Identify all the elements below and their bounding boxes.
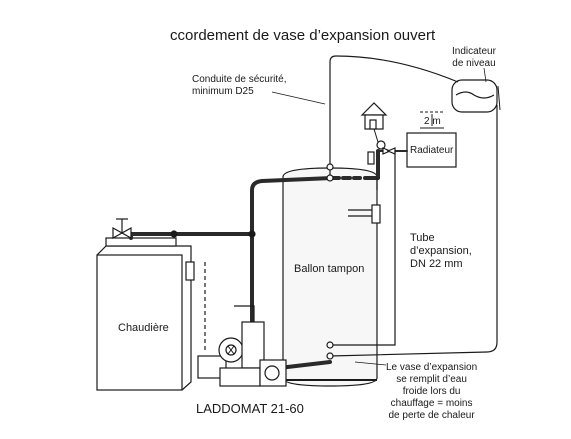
product-label: LADDOMAT 21-60 [196, 401, 304, 416]
thin-pipes [204, 55, 498, 357]
boiler [96, 237, 195, 391]
valve-icon [112, 218, 132, 240]
expansion-vessel-icon [451, 79, 501, 113]
buffer-tank [282, 167, 381, 387]
height-dimension [420, 111, 444, 129]
level-indicator-label: Indicateur de niveau [452, 46, 496, 69]
house-icon [360, 102, 388, 130]
connection-points [170, 163, 334, 360]
expansion-tube-label: Tube d’expansion, DN 22 mm [410, 232, 472, 270]
diagram-title: ccordement de vase d’expansion ouvert [170, 27, 436, 44]
note-label: Le vase d’expansion se remplit d’eau fro… [386, 362, 478, 421]
thermometer-icon [367, 140, 396, 165]
safety-pipe-label: Conduite de sécurité, minimum D25 [192, 74, 287, 97]
leader-lines [271, 67, 487, 366]
radiator-box [406, 132, 457, 168]
boiler-label: Chaudière [118, 322, 169, 334]
pump-icon [227, 345, 235, 355]
laddomat-unit [197, 305, 287, 387]
radiator-label: Radiateur [410, 145, 454, 156]
buffer-tank-label: Ballon tampon [294, 263, 365, 275]
height-label: 2 m [424, 116, 441, 127]
